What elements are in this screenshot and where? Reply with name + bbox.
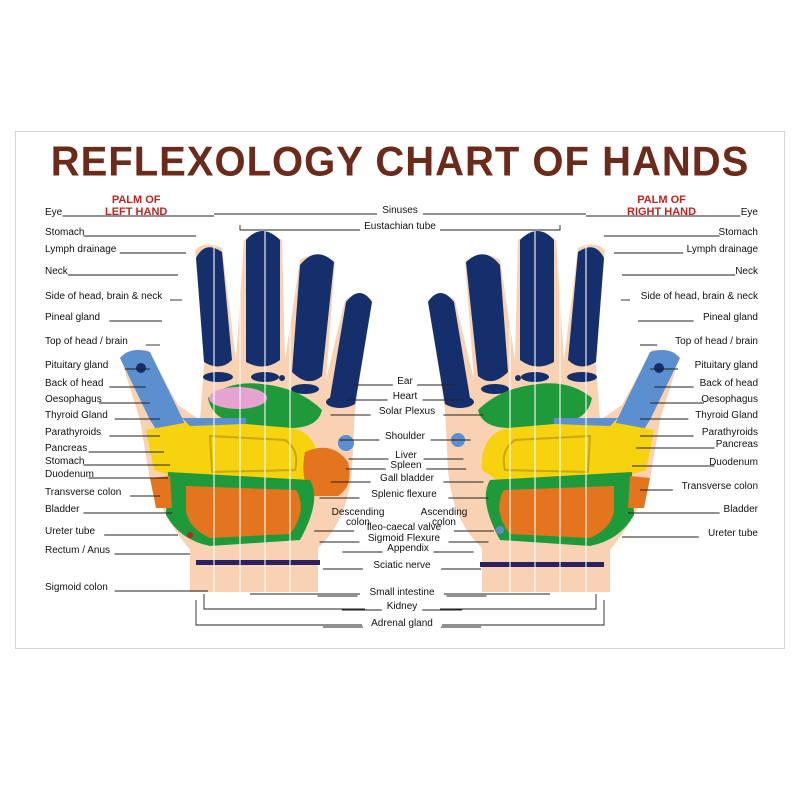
center-label-solar-plexus: Solar Plexus (378, 406, 436, 417)
center-label-spleen: Spleen (390, 460, 422, 471)
left-label-sigmoid-colon: Sigmoid colon (45, 582, 108, 593)
center-label-ear: Ear (397, 376, 413, 387)
right-appendix-dot (496, 526, 504, 534)
right-label-oesophagus: Oesophagus (701, 394, 758, 405)
right-label-neck: Neck (735, 266, 758, 277)
left-label-neck: Neck (45, 266, 68, 277)
right-label-pituitary-gland: Pituitary gland (694, 360, 758, 371)
left-label-rectum-anus: Rectum / Anus (45, 545, 111, 556)
left-label-pancreas: Pancreas (45, 443, 88, 454)
right-label-thyroid-gland: Thyroid Gland (695, 410, 758, 421)
right-ring-finger-tip (520, 231, 554, 367)
right-label-side-of-head-brain-neck: Side of head, brain & neck (640, 291, 758, 302)
right-yellow-zone (481, 420, 654, 485)
center-label-splenic-flexure: Splenic flexure (371, 489, 437, 500)
right-label-back-of-head: Back of head (699, 378, 758, 389)
center-label-heart: Heart (392, 391, 418, 402)
left-middle-finger-tip (292, 254, 334, 382)
center-label-liver: Liver (395, 450, 417, 461)
left-thumb (120, 350, 192, 448)
palm-right-label: PALM OF RIGHT HAND (627, 194, 697, 218)
left-yellow-zone (146, 420, 319, 485)
center-label-gall-bladder: Gall bladder (380, 473, 434, 484)
zone-lines (213, 225, 587, 592)
center-label-sinuses: Sinuses (382, 205, 418, 216)
left-label-bladder: Bladder (45, 504, 80, 515)
left-index-finger-tip (330, 293, 372, 407)
right-yellow-inner (502, 434, 592, 474)
right-label-pineal-gland: Pineal gland (702, 312, 758, 323)
center-label-appendix: Appendix (387, 543, 429, 554)
left-spleen-orange (303, 447, 350, 496)
center-label-sciatic-nerve: Sciatic nerve (373, 560, 431, 571)
leader-lines (62, 213, 741, 628)
left-label-pineal-gland: Pineal gland (45, 312, 101, 323)
left-label-duodenum: Duodenum (45, 469, 94, 480)
left-label-eye: Eye (45, 207, 63, 218)
center-label-descending-colon: Descending colon (331, 507, 385, 528)
right-label-duodenum: Duodenum (709, 457, 758, 468)
right-label-lymph-drainage: Lymph drainage (686, 244, 758, 255)
right-orange-bowel (499, 486, 614, 538)
right-label-top-of-head-brain: Top of head / brain (675, 336, 758, 347)
left-label-stomach: Stomach (45, 456, 85, 467)
left-label-lymph-drainage: Lymph drainage (45, 244, 117, 255)
left-orange-bowel (186, 486, 301, 538)
right-label-transverse-colon: Transverse colon (681, 481, 758, 492)
left-label-side-of-head-brain-neck: Side of head, brain & neck (45, 291, 163, 302)
left-rectum-dot (187, 532, 193, 538)
left-label-ureter-tube: Ureter tube (45, 526, 96, 537)
right-index-finger-tip (428, 293, 470, 407)
right-label-bladder: Bladder (723, 504, 758, 515)
palm-left-label: PALM OF LEFT HAND (105, 194, 168, 218)
center-label-adrenal-gland: Adrenal gland (371, 618, 433, 629)
right-sciatic-band (480, 562, 604, 567)
right-thumb-dot (654, 363, 664, 373)
left-label-thyroid-gland: Thyroid Gland (45, 410, 108, 421)
right-label-eye: Eye (740, 207, 758, 218)
center-label-kidney: Kidney (386, 601, 418, 612)
left-heart-pink (209, 387, 267, 409)
left-yellow-inner (208, 434, 298, 474)
left-bladder-orange (150, 476, 172, 508)
left-label-back-of-head: Back of head (45, 378, 104, 389)
right-label-stomach: Stomach (718, 227, 758, 238)
left-label-pituitary-gland: Pituitary gland (45, 360, 109, 371)
left-label-transverse-colon: Transverse colon (45, 487, 122, 498)
left-shoulder-dot (338, 435, 354, 451)
center-label-eustachian-tube: Eustachian tube (364, 221, 436, 232)
right-label-ureter-tube: Ureter tube (707, 528, 758, 539)
right-thumb (608, 350, 680, 448)
center-label-small-intestine: Small intestine (369, 587, 435, 598)
center-label-ileo-caecal-valve: Ileo-caecal valve (366, 522, 442, 533)
left-hand (120, 231, 372, 592)
right-label-parathyroids: Parathyroids (701, 427, 758, 438)
left-ring-finger-tip (246, 231, 280, 367)
right-label-pancreas: Pancreas (715, 439, 758, 450)
left-sciatic-band (196, 560, 320, 565)
left-label-oesophagus: Oesophagus (45, 394, 102, 405)
left-thumb-dot (136, 363, 146, 373)
center-label-ascending-colon: Ascending colon (420, 507, 468, 528)
left-label-stomach: Stomach (45, 227, 85, 238)
right-middle-finger-tip (466, 254, 508, 382)
right-bladder-orange (628, 476, 650, 508)
chart-title: REFLEXOLOGY CHART OF HANDS (50, 138, 750, 186)
left-label-parathyroids: Parathyroids (45, 427, 102, 438)
center-label-shoulder: Shoulder (384, 431, 426, 442)
left-label-top-of-head-brain: Top of head / brain (45, 336, 128, 347)
center-label-sigmoid-flexure: Sigmoid Flexure (367, 533, 441, 544)
left-knuckle-dots (203, 372, 354, 408)
right-hand (428, 231, 680, 592)
